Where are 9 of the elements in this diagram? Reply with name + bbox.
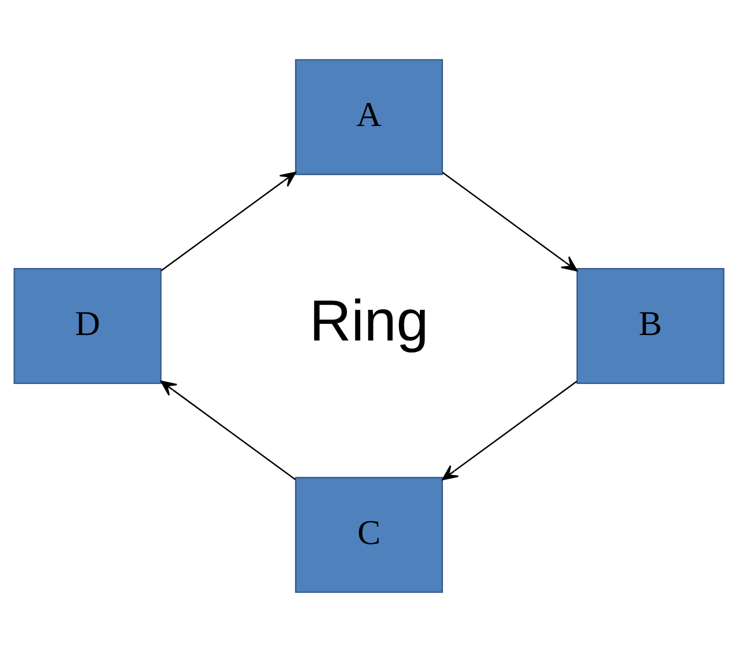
arrow: [442, 171, 578, 271]
node-box: B: [576, 267, 724, 384]
arrow: [160, 380, 296, 480]
node-box: D: [14, 267, 162, 384]
arrow: [442, 380, 578, 480]
label: Ring: [309, 288, 429, 354]
arrow: [160, 171, 296, 271]
node-box: A: [295, 58, 443, 175]
node-box: C: [295, 476, 443, 592]
